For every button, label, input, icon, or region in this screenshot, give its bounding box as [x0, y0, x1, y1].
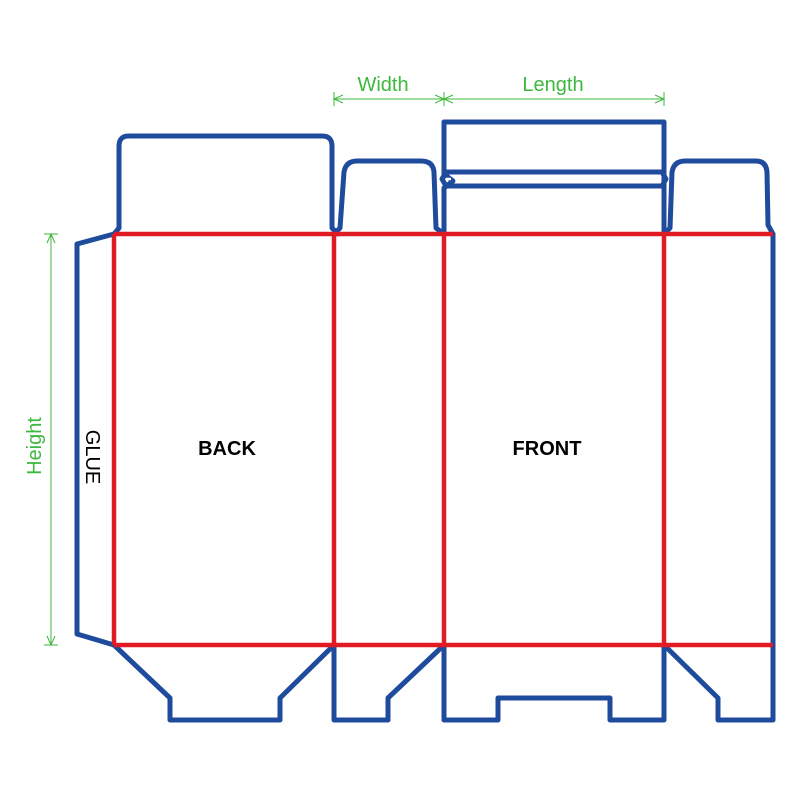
glue-label: GLUE [81, 430, 103, 484]
side-top-tuck-outline [331, 158, 447, 237]
back-panel-label: BACK [198, 438, 256, 460]
width-dimension: Width [332, 74, 446, 106]
tear-strip-outline [439, 169, 669, 189]
back-top-flap-outline [111, 133, 341, 237]
glue-flap-outline [74, 231, 117, 648]
height-dimension: Height [24, 232, 58, 647]
front-panel-label: FRONT [513, 438, 582, 460]
back-bottom-flap-outline [111, 642, 337, 723]
height-label: Height [24, 417, 46, 475]
side-bottom-flap-outline [331, 642, 447, 723]
width-label: Width [357, 74, 408, 96]
right-edge-outline [661, 231, 776, 723]
length-label: Length [522, 74, 583, 96]
right-top-tuck-outline [661, 158, 776, 237]
length-arrow-left [442, 94, 454, 104]
length-dimension: Length [442, 74, 666, 106]
fold-lines [111, 231, 773, 648]
cut-lines [74, 119, 776, 723]
front-bottom-flap-outline [441, 642, 667, 723]
